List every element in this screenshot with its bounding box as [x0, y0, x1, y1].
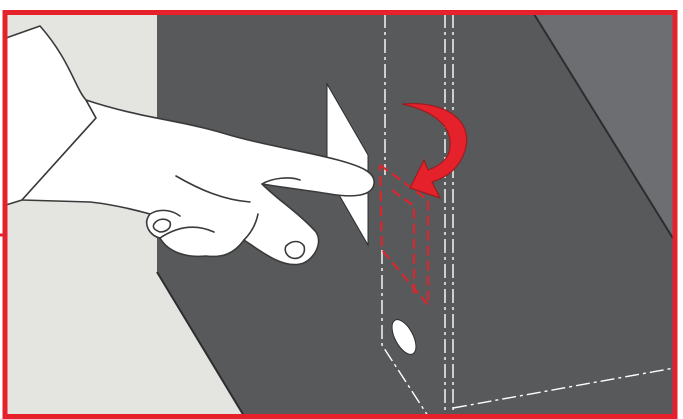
fingernail [285, 242, 304, 259]
thumbnail [153, 219, 170, 232]
